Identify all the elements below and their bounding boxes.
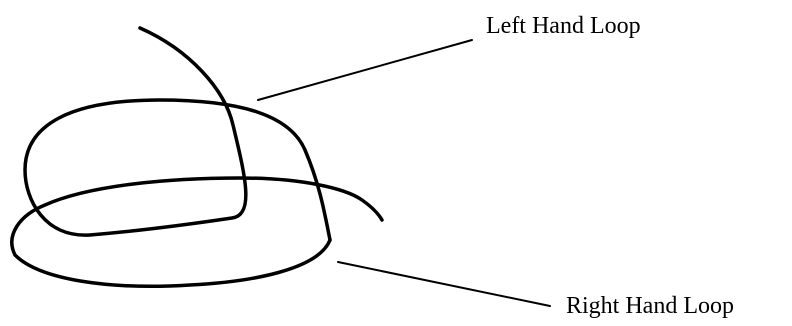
right-hand-loop-leader xyxy=(338,262,550,306)
left-hand-loop-leader xyxy=(258,40,472,100)
left-hand-loop-curve xyxy=(25,28,330,240)
right-hand-loop-label: Right Hand Loop xyxy=(566,294,734,318)
left-hand-loop-label: Left Hand Loop xyxy=(486,14,641,38)
